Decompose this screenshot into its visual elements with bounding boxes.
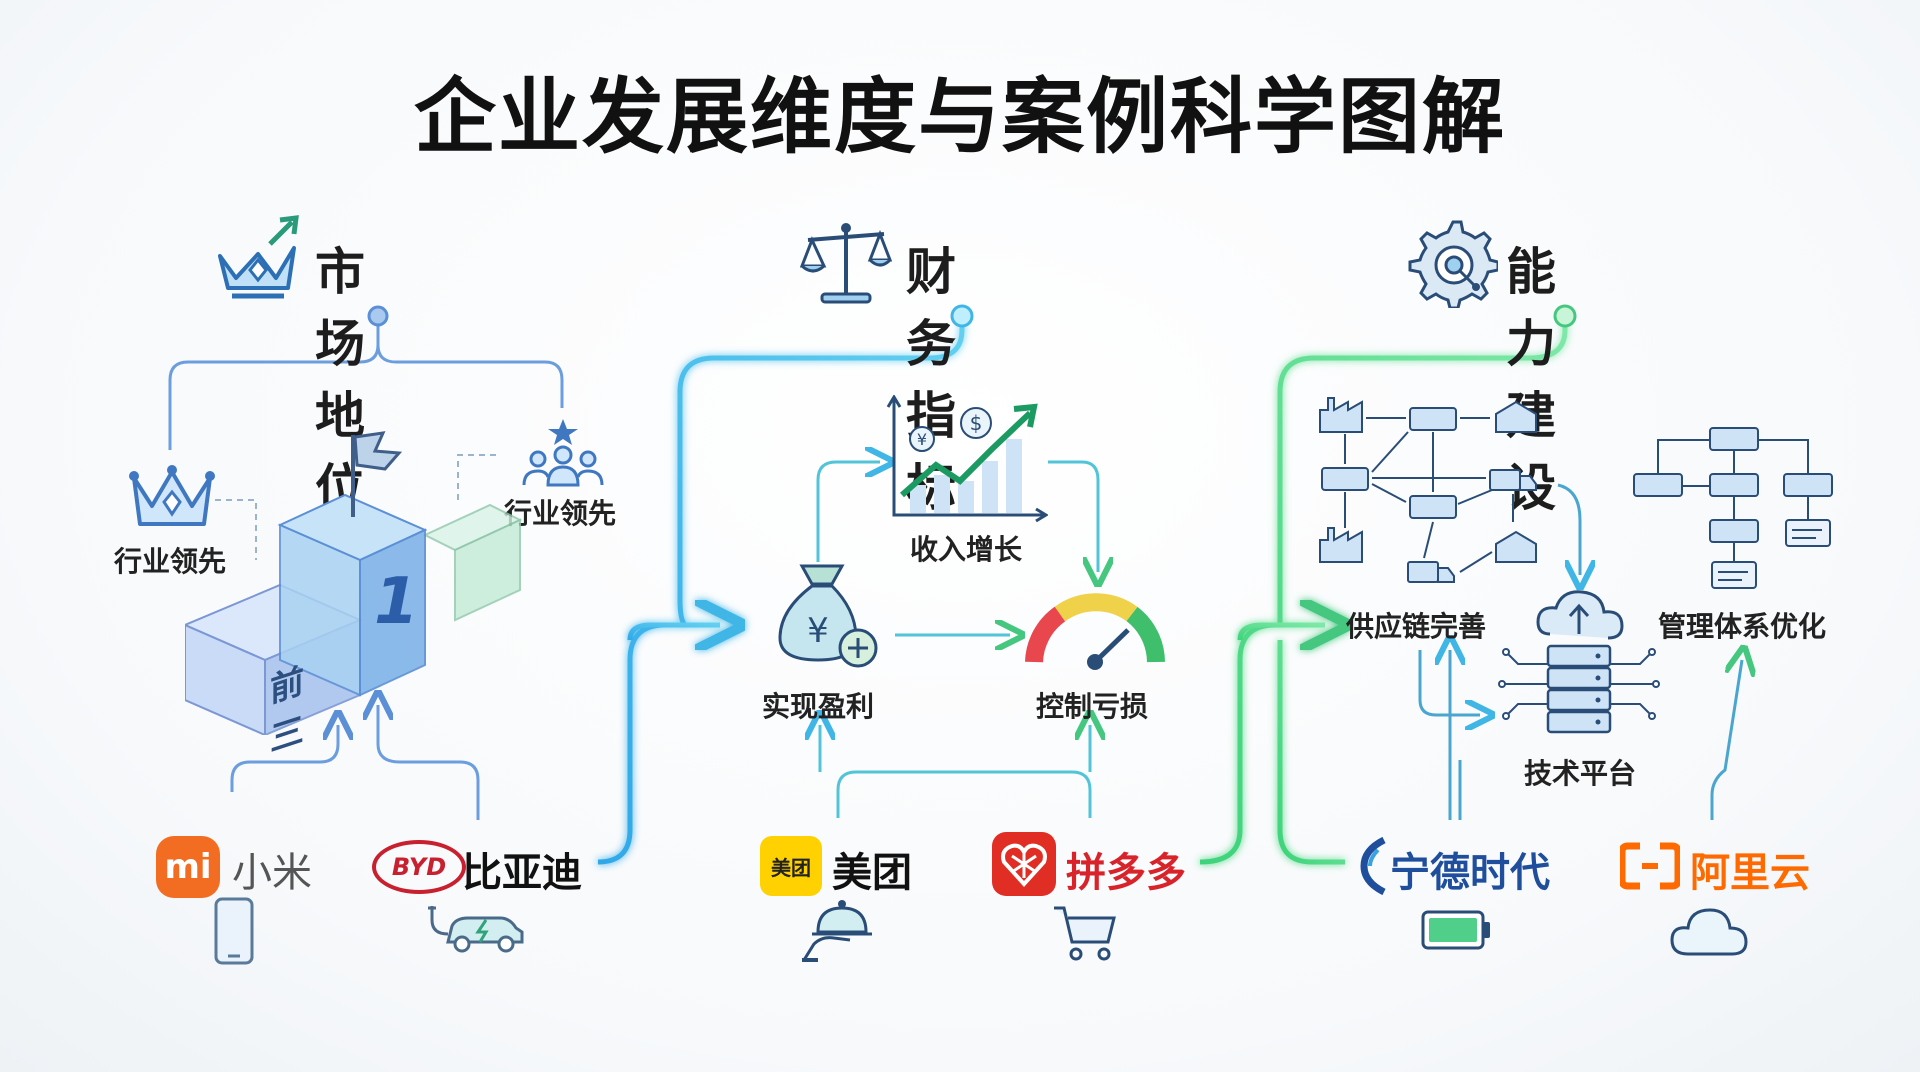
- tech-platform-label: 技术平台: [1524, 757, 1637, 790]
- growth-chart-icon: ¥ $: [886, 395, 1048, 523]
- svg-text:$: $: [970, 411, 983, 435]
- aliyun-label: 阿里云: [1690, 850, 1810, 896]
- team-star-icon: [522, 419, 604, 487]
- catl-label: 宁德时代: [1390, 850, 1550, 896]
- profitability-label: 实现盈利: [762, 690, 875, 723]
- pinduoduo-label: 拼多多: [1066, 850, 1186, 896]
- shopping-cart-icon: [1054, 906, 1116, 961]
- balance-scale-icon: [800, 223, 892, 304]
- supply-chain-label: 供应链完善: [1346, 610, 1487, 643]
- svg-text:¥: ¥: [917, 430, 927, 449]
- finance-section: 财务指标 ¥ $ 收入增长 ¥ 实现盈利 控制亏损 美团 美团: [0, 0, 1186, 962]
- industry-leading-label-left: 行业领先: [114, 545, 227, 578]
- podium-first-label: 1: [374, 565, 419, 639]
- xiaomi-label: 小米: [232, 850, 312, 896]
- gear-icon: [1408, 220, 1498, 308]
- podium-icon: [185, 431, 523, 735]
- crown-icon: [129, 465, 215, 526]
- supply-network-icon: [1319, 397, 1537, 583]
- phone-icon: [214, 897, 254, 965]
- svg-text:¥: ¥: [807, 611, 829, 651]
- industry-leading-label-right: 行业领先: [504, 497, 617, 530]
- management-label: 管理体系优化: [1658, 610, 1827, 643]
- capability-section: 能力建设 供应链完善: [0, 0, 1833, 956]
- crown-growth-icon: [218, 215, 299, 299]
- aliyun-logo: [1620, 842, 1680, 890]
- page-title: 企业发展维度与案例科学图解: [413, 70, 1506, 165]
- electric-car-icon: [428, 906, 524, 953]
- byd-label: 比亚迪: [462, 850, 582, 896]
- meituan-logo: 美团: [760, 836, 822, 896]
- pinduoduo-logo: [992, 832, 1056, 896]
- money-bag-icon: ¥: [778, 564, 878, 668]
- capability-title: 能力建设: [1506, 243, 1556, 517]
- flowchart-icon: [1633, 427, 1833, 589]
- xiaomi-logo: mi: [156, 836, 220, 898]
- gauge-icon: [1025, 593, 1165, 670]
- battery-icon: [1421, 910, 1490, 950]
- server-cloud-icon: [1498, 590, 1660, 734]
- loss-control-label: 控制亏损: [1036, 690, 1149, 723]
- market-title: 市场地位: [315, 243, 365, 517]
- cloud-icon: [1670, 908, 1748, 956]
- catl-logo: [1360, 836, 1386, 896]
- podium-top3-label: 前三: [270, 660, 304, 761]
- food-delivery-icon: [802, 900, 872, 962]
- market-section: 市场地位 行业领先 行业领先 1 前三 mi 小米 BYD: [0, 0, 616, 965]
- revenue-growth-label: 收入增长: [910, 533, 1023, 566]
- meituan-label: 美团: [832, 850, 912, 896]
- byd-logo: BYD: [372, 840, 466, 894]
